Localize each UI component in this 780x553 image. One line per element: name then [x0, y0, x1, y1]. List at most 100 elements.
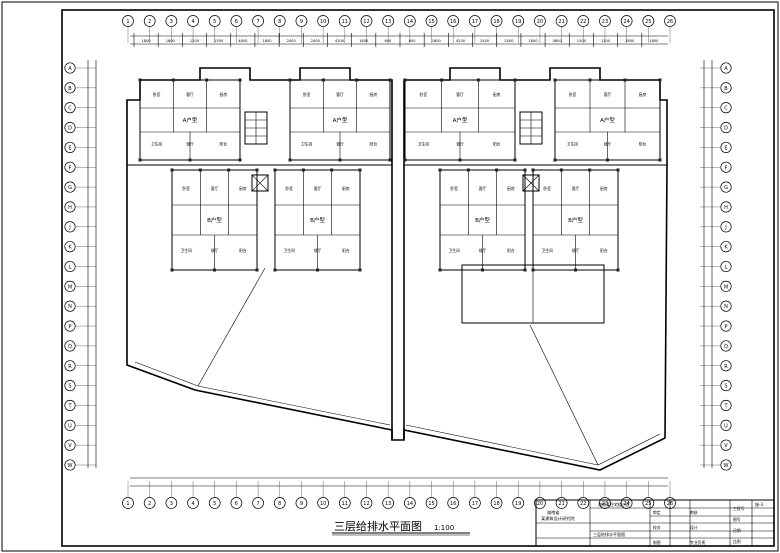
room-label: 卧室	[303, 92, 311, 97]
axis-label: 7	[256, 501, 259, 507]
axis-label: J	[68, 225, 70, 231]
axis-label: 5	[213, 19, 216, 25]
room-label: 厨房	[220, 92, 228, 97]
axis-label: 11	[342, 501, 348, 507]
unit-label: A户型	[333, 116, 348, 124]
axis-bubble	[720, 360, 732, 372]
axis-label: 13	[385, 501, 391, 507]
dimension-text: 4800	[238, 39, 248, 43]
axis-label: 6	[235, 19, 238, 25]
axis-label: 1	[126, 501, 129, 507]
unit-label: B户型	[310, 216, 325, 224]
axis-label: B	[724, 86, 728, 92]
titleblock-field: 审核	[690, 510, 698, 515]
building-outline	[126, 67, 668, 471]
axis-label: S	[724, 384, 727, 390]
dimension-text: 1500	[577, 39, 587, 43]
axis-bubble	[187, 15, 199, 27]
axis-bubble	[165, 15, 178, 27]
dimension-text: 1800	[649, 39, 659, 43]
axis-bubble	[187, 497, 199, 509]
titleblock-code: 施-3	[755, 501, 763, 507]
room-label: 客厅	[186, 92, 194, 97]
axis-label: 9	[300, 19, 303, 25]
axis-label: E	[68, 145, 71, 151]
axis-bubble	[720, 300, 732, 312]
room-label: 厨房	[493, 92, 501, 97]
axis-label: 15	[428, 19, 434, 25]
axis-bubble	[720, 459, 732, 471]
axis-label: 8	[278, 501, 281, 507]
axis-bubble	[64, 360, 76, 372]
axis-label: 3	[170, 501, 173, 507]
axis-label: D	[68, 126, 72, 132]
room-label: 厨房	[507, 186, 515, 191]
axis-label: 13	[385, 19, 391, 25]
axis-bubble	[720, 380, 732, 392]
axis-label: M	[724, 284, 728, 290]
axis-bubble	[64, 340, 76, 352]
room-label: 厨房	[370, 92, 378, 97]
room-label: 厨房	[639, 92, 647, 97]
axis-bubble	[64, 280, 76, 292]
axis-label: H	[724, 205, 728, 211]
room-label: 客厅	[336, 92, 344, 97]
axis-label: H	[68, 205, 72, 211]
axis-bubble	[720, 320, 732, 332]
axis-bubble	[64, 221, 76, 233]
room-label: 卧室	[285, 186, 293, 191]
axis-bubble	[447, 497, 460, 509]
axis-label: 11	[342, 19, 348, 25]
axis-label: W	[724, 463, 729, 469]
room-label: 阳台	[600, 248, 608, 253]
axis-bubble	[382, 497, 395, 509]
dimension-text: 1200	[601, 39, 611, 43]
axis-label: 12	[363, 19, 369, 25]
axis-label: W	[68, 463, 73, 469]
axis-label: V	[68, 443, 72, 449]
axis-bubble	[720, 280, 732, 292]
axis-bubble	[469, 497, 481, 509]
titleblock-dept: 某建筑设计研究院	[541, 515, 575, 522]
axis-bubble	[295, 497, 308, 509]
axis-label: R	[68, 364, 72, 370]
room-label: 餐厅	[604, 142, 612, 147]
axis-label: S	[68, 384, 71, 390]
axis-bubble	[577, 15, 590, 27]
axis-label: P	[68, 324, 71, 330]
dimension-text: 1800	[166, 39, 176, 43]
room-label: 卫生间	[151, 142, 163, 147]
axis-label: B	[68, 86, 72, 92]
axis-bubble	[273, 497, 286, 509]
unit-label: A户型	[600, 116, 615, 124]
axis-bubble	[252, 15, 264, 27]
room-label: 卫生间	[448, 248, 460, 253]
dimension-text: 2400	[287, 39, 297, 43]
axis-bubble	[720, 201, 732, 213]
axis-label: 1	[126, 19, 129, 25]
axis-bubble	[360, 15, 373, 27]
drawing-scale: 1:100	[434, 524, 454, 532]
axis-label: P	[724, 324, 727, 330]
unit-label: B户型	[475, 216, 490, 224]
axis-label: 24	[623, 19, 629, 25]
axis-label: T	[723, 403, 728, 409]
axis-label: 16	[450, 501, 456, 507]
axis-bubble	[64, 161, 76, 173]
room-label: 卫生间	[567, 142, 579, 147]
axis-label: 7	[256, 19, 259, 25]
unit-label: A户型	[453, 116, 468, 124]
axis-bubble	[64, 399, 76, 411]
axis-bubble	[642, 15, 655, 27]
room-label: 阳台	[639, 142, 647, 147]
axis-bubble	[720, 141, 732, 153]
axis-label: L	[725, 265, 728, 271]
axis-bubble	[317, 497, 329, 509]
axis-label: 16	[450, 19, 456, 25]
axis-label: 9	[300, 501, 303, 507]
titleblock-company: 湖南省	[547, 509, 560, 516]
dimension-text: 2400	[504, 39, 514, 43]
axis-label: 25	[645, 19, 651, 25]
axis-bubble	[64, 380, 76, 392]
